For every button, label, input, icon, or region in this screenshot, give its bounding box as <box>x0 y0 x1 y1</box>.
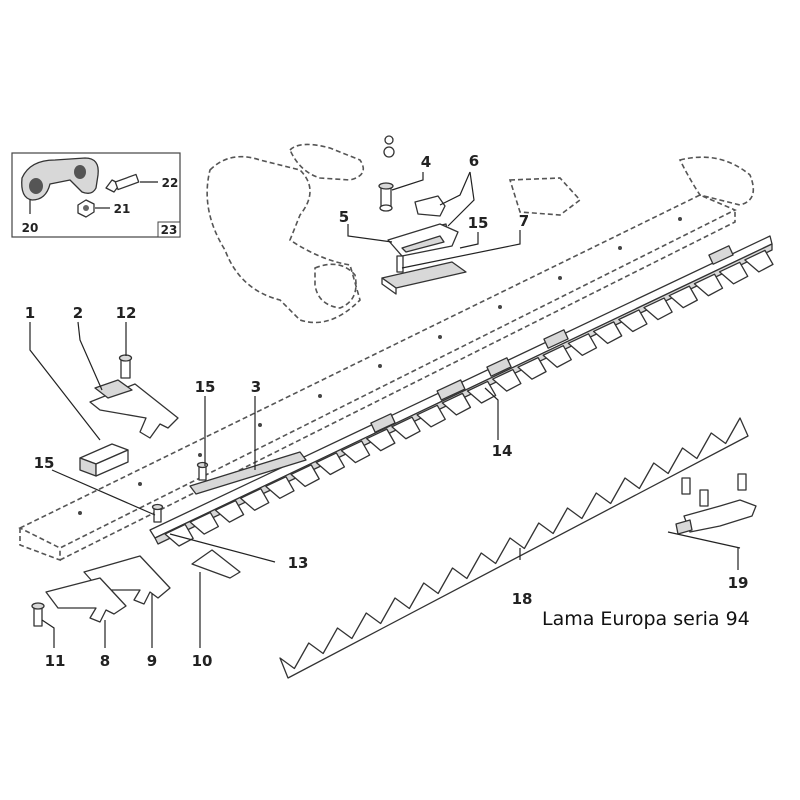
leader-lines <box>29 171 739 648</box>
knife-section <box>542 345 572 368</box>
label-part-22: 22 <box>162 176 179 190</box>
bar-clamp <box>436 379 466 401</box>
label-part-10: 10 <box>192 652 213 670</box>
part-2-plate <box>89 379 179 439</box>
label-part-1: 1 <box>25 304 35 322</box>
knife-section <box>290 464 320 488</box>
knife-sections <box>164 249 774 547</box>
knife-section <box>517 356 547 380</box>
label-part-20: 20 <box>22 221 39 235</box>
knife-section <box>239 488 270 511</box>
part-5-knife-head <box>387 223 459 257</box>
knife-section <box>164 523 194 547</box>
label-part-13: 13 <box>288 554 309 572</box>
knife-head-parts <box>378 135 467 295</box>
knife-section <box>441 392 472 416</box>
part-8-plate <box>45 577 127 623</box>
knife-section <box>265 476 295 499</box>
part-9-plate <box>83 555 171 605</box>
label-part-15-top: 15 <box>468 214 489 232</box>
label-part-15-left: 15 <box>34 454 55 472</box>
part-11-bolt <box>31 602 45 627</box>
knife-section <box>315 452 346 476</box>
inset-box: 23 <box>11 152 181 238</box>
bar-clamp <box>370 413 396 433</box>
knife-section <box>668 285 698 309</box>
knife-section <box>366 428 396 452</box>
label-part-12: 12 <box>116 304 137 322</box>
part-3-plate <box>189 451 307 495</box>
label-part-5: 5 <box>339 208 349 226</box>
knife-section <box>189 511 220 535</box>
left-small-parts <box>31 354 307 627</box>
label-part-19: 19 <box>728 574 749 592</box>
knife-section <box>592 321 623 345</box>
bar-clamp <box>543 329 569 349</box>
label-part-4: 4 <box>421 153 431 171</box>
knife-section <box>492 368 522 392</box>
part-labels: 1 2 3 4 5 6 7 8 9 10 11 12 13 14 15 15 1… <box>22 152 749 670</box>
label-part-2: 2 <box>73 304 83 322</box>
label-part-9: 9 <box>147 652 157 670</box>
part-20-bracket <box>21 157 99 201</box>
inset-index-box <box>157 221 181 238</box>
part-10-plate <box>191 549 241 579</box>
knife-section <box>391 416 421 440</box>
bar-clamp <box>708 245 734 265</box>
ghost-frame <box>18 143 755 562</box>
label-part-8: 8 <box>100 652 110 670</box>
label-part-3: 3 <box>251 378 261 396</box>
knife-section <box>466 380 497 404</box>
part-12-bolt <box>118 354 133 379</box>
part-4-bolt <box>378 135 395 212</box>
label-part-6: 6 <box>469 152 479 170</box>
part-21-nut <box>77 199 95 218</box>
part-15-bolt-left <box>151 503 164 523</box>
label-part-18: 18 <box>512 590 533 608</box>
bar-clamp <box>486 357 512 377</box>
knife-section <box>718 261 749 285</box>
knife-section <box>693 273 724 297</box>
label-part-7: 7 <box>519 212 529 230</box>
diagram-caption: Lama Europa seria 94 <box>542 608 750 630</box>
label-part-21: 21 <box>114 202 131 216</box>
knife-section <box>567 333 598 356</box>
knife-section <box>214 499 245 523</box>
part-18-serrated-blade <box>279 417 749 679</box>
part-19-assembly <box>667 473 757 549</box>
ghost-holes <box>78 217 682 515</box>
knife-section <box>340 440 371 464</box>
part-7-plate <box>381 255 467 295</box>
label-part-14: 14 <box>492 442 513 460</box>
knife-section <box>618 309 648 333</box>
knife-section <box>416 404 446 428</box>
part-14-knife-assembly <box>149 235 774 547</box>
part-15-bolt-mid <box>196 461 209 481</box>
part-22-bolt <box>105 173 140 193</box>
label-part-11: 11 <box>45 652 66 670</box>
label-part-15-mid: 15 <box>195 378 216 396</box>
part-1-block <box>79 443 129 477</box>
inset-index: 23 <box>161 223 178 237</box>
knife-section <box>744 249 774 273</box>
knife-section <box>643 297 673 321</box>
